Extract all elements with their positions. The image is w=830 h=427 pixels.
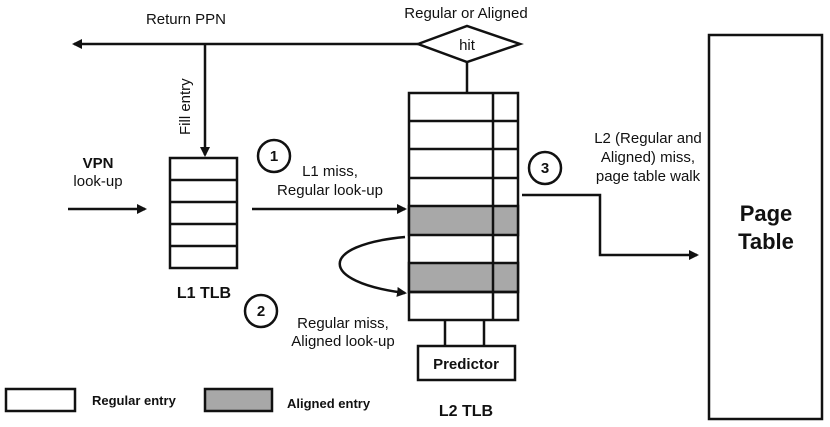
return-ppn-label: Return PPN — [146, 11, 226, 28]
hit-diamond — [414, 24, 524, 64]
aligned-entry-row — [407, 261, 520, 294]
l1-tlb-label: L1 TLB — [177, 285, 231, 302]
step-2-line2: Aligned look-up — [291, 333, 394, 350]
step-1-line1: L1 miss, — [302, 163, 358, 180]
step-1-line2: Regular look-up — [277, 182, 383, 199]
step-3-line3: page table walk — [596, 168, 701, 185]
legend-regular-swatch — [4, 387, 77, 413]
aligned-entry-row — [407, 204, 520, 237]
step-2-line1: Regular miss, — [297, 315, 389, 332]
step-2-circle — [243, 293, 279, 329]
lookup-label: look-up — [73, 173, 122, 190]
l2-tlb — [407, 91, 520, 322]
aligned-lookup-curve — [338, 235, 407, 297]
l1-tlb — [168, 156, 239, 270]
step-3-number: 3 — [541, 160, 549, 177]
step-3-line2: Aligned) miss, — [601, 149, 695, 166]
vpn-label: VPN — [83, 155, 114, 172]
regular-or-aligned-label: Regular or Aligned — [404, 5, 527, 22]
step-2-number: 2 — [257, 303, 265, 320]
predictor-label: Predictor — [433, 356, 499, 373]
legend-aligned-label: Aligned entry — [287, 396, 371, 411]
predictor-box — [416, 344, 517, 382]
hit-label: hit — [459, 37, 476, 54]
page-table-walk-arrow — [522, 193, 699, 260]
page-table-box — [707, 33, 824, 421]
legend-regular-label: Regular entry — [92, 393, 177, 408]
page-table-line1: Page — [740, 201, 793, 226]
step-1-number: 1 — [270, 148, 278, 165]
step-3-circle — [527, 150, 563, 186]
page-table-line2: Table — [738, 229, 794, 254]
step-3-line1: L2 (Regular and — [594, 130, 702, 147]
legend-aligned-swatch — [203, 387, 274, 413]
fill-entry-label: Fill entry — [177, 78, 194, 135]
l2-tlb-label: L2 TLB — [439, 403, 493, 420]
step-1-circle — [256, 138, 292, 174]
